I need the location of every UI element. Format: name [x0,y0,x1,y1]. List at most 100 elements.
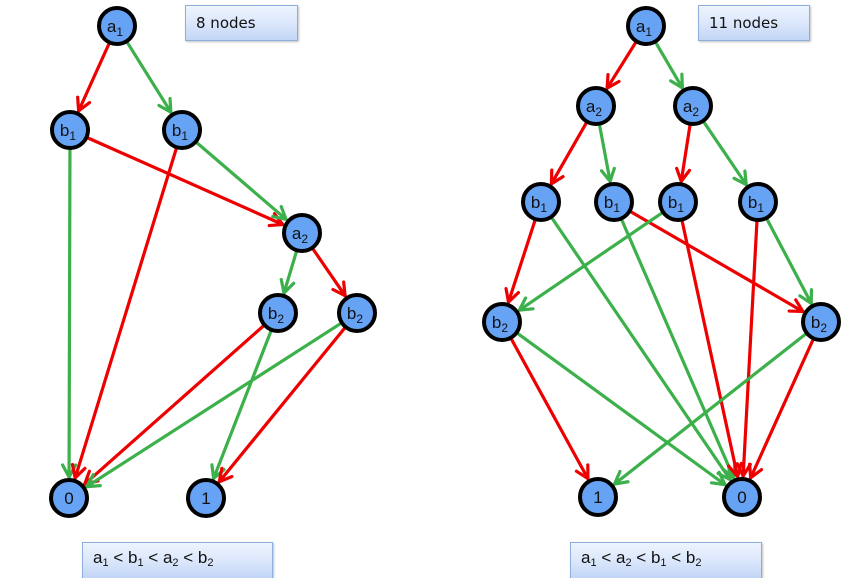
node-circle [578,477,618,517]
node-circle [576,86,616,126]
left-node-count-label: 8 nodes [185,5,298,41]
edge-line [77,42,111,113]
arrowhead-icon [605,72,621,92]
edge-line [510,337,590,481]
edge-line [629,210,805,314]
right-node-a2R: a2 [673,86,713,126]
right-edge-b2L-to-t0-high [516,332,728,487]
node-label: b1 [531,193,547,215]
arrowhead-icon [787,298,806,314]
arrowhead-icon [271,204,289,222]
edge-line [680,219,740,479]
ordering-variable-index: 1 [590,557,597,569]
edge-line [765,218,813,306]
ordering-variable: a2 [615,548,632,569]
right-edge-b1B-to-b2R-low [629,210,806,314]
right-edge-b1D-to-t0-low [735,220,759,480]
right-edge-a2L-to-b1A-low [549,121,588,187]
edge-line [83,324,265,486]
left-diagram-edges [60,41,348,489]
arrowhead-icon [70,462,87,482]
right-node-b2L: b2 [482,302,522,342]
right-edge-b2R-to-t0-low [748,338,815,481]
right-node-b2R: b2 [801,302,841,342]
left-node-a1: a1 [97,6,137,46]
left-edge-b1R-to-a2-high [195,141,289,222]
left-edge-a1-to-b1L-low [76,42,111,114]
arrowhead-icon [516,296,535,313]
node-circle [722,477,762,517]
node-circle [658,182,698,222]
right-node-b1A: b1 [521,182,561,222]
node-label: b1 [748,193,764,215]
node-label: b2 [811,313,827,335]
node-circle [594,182,634,222]
ordering-separator: < [178,548,198,567]
left-edge-a1-to-b1R-high [125,41,173,116]
edge-line [749,338,815,480]
ordering-variable: b1 [127,548,144,569]
edge-line [741,220,759,478]
node-circle [337,293,377,333]
left-node-t1: 1 [186,478,226,518]
edge-line [550,216,732,482]
edge-line [86,136,285,227]
ordering-separator: < [143,548,163,567]
edge-line [516,332,727,487]
left-edge-b2R-to-t0-high [83,322,342,489]
node-circle [258,293,298,333]
node-label: b1 [172,121,188,143]
node-label: a2 [586,97,602,119]
right-edge-b1A-to-t0-high [550,216,733,483]
right-edge-a2R-to-b1C-low [675,124,692,185]
node-circle [282,213,322,253]
right-diagram-edges [504,41,815,487]
right-edge-a1-to-a2R-high [654,41,685,91]
right-edge-b1A-to-b2L-low [504,219,537,306]
ordering-variable: a1 [93,548,109,569]
node-label: a2 [683,97,699,119]
left-node-b2R: b2 [337,293,377,333]
ordering-separator: < [108,548,128,567]
right-node-b1C: b1 [658,182,698,222]
left-edge-a2-to-b2R-low [311,247,348,299]
arrowhead-icon [574,463,590,482]
left-node-a2: a2 [282,213,322,253]
edge-line [702,120,748,187]
arrowhead-icon [217,466,234,485]
edge-line [654,41,684,90]
node-circle [162,110,202,150]
right-node-b1D: b1 [738,182,778,222]
ordering-variable-index: 2 [695,557,702,569]
left-edge-b1R-to-t0-low [70,147,178,482]
node-circle [738,182,778,222]
arrowhead-icon [504,287,520,306]
ordering-variable: a1 [581,548,597,569]
edge-line [549,121,588,186]
arrowhead-icon [732,169,749,188]
edge-line [311,247,347,298]
arrowhead-icon [157,96,173,116]
node-circle [97,6,137,46]
arrowhead-icon [611,469,630,487]
node-label: b2 [268,304,284,326]
arrowhead-icon [675,166,692,185]
right-node-t1: 1 [578,477,618,517]
left-edge-b1L-to-t0-high [60,148,78,481]
node-circle [521,182,561,222]
right-node-b1B: b1 [594,182,634,222]
ordering-separator: < [631,548,651,567]
node-circle [673,86,713,126]
node-label: b1 [604,193,620,215]
right-edge-b1B-to-t0-high [620,218,737,481]
arrowhead-icon [331,280,348,299]
arrowhead-icon [735,462,752,480]
edge-line [282,250,298,295]
arrowhead-icon [83,473,102,489]
left-node-b1L: b1 [50,110,90,150]
edge-line [67,148,72,479]
ordering-separator: < [596,548,616,567]
